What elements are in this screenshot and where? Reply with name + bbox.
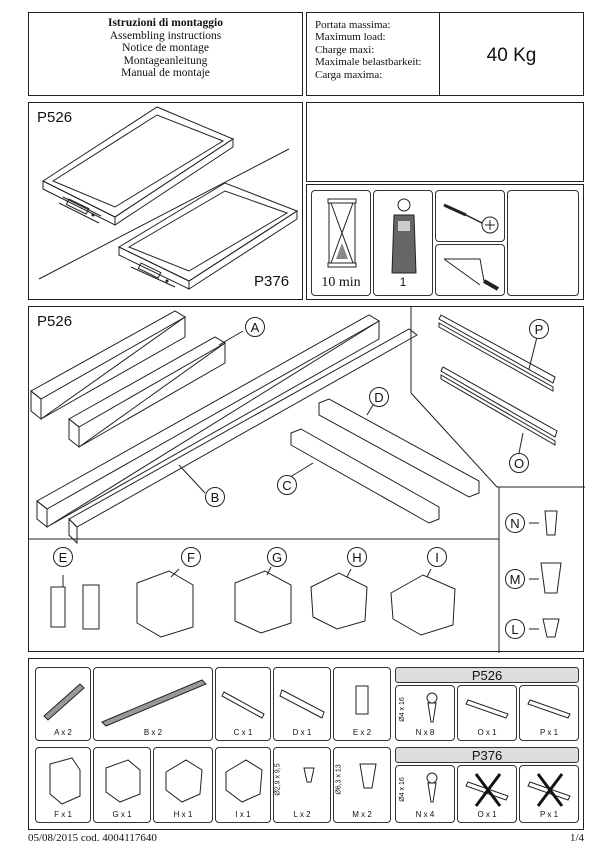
screwdriver-cell	[435, 190, 505, 242]
callout-g: G	[267, 547, 287, 567]
callout-o: O	[509, 453, 529, 473]
callout-e: E	[53, 547, 73, 567]
screw-m-icon	[359, 763, 377, 789]
part-qty-b: B x 2	[143, 728, 163, 737]
excluded-x-icon	[474, 773, 502, 807]
parts-panel: P526	[28, 306, 585, 653]
footer-code: 05/08/2015 cod. 4004117640	[28, 832, 157, 844]
variant-p376-title: P376	[395, 747, 579, 763]
part-cell-e: E x 2	[333, 667, 391, 741]
hacksaw-icon	[443, 258, 499, 291]
screwdriver-icon	[443, 203, 499, 234]
max-load-value-box: 40 Kg	[439, 12, 584, 96]
callout-a: A	[245, 317, 265, 337]
callout-l: L	[505, 619, 525, 639]
callout-c: C	[277, 475, 297, 495]
variant-p376-qty-o: O x 1	[477, 810, 497, 819]
part-qty-i: I x 1	[235, 810, 251, 819]
part-cell-h: H x 1	[153, 747, 213, 823]
empty-tool-cell	[507, 190, 579, 296]
title-de: Montageanleitung	[123, 54, 208, 67]
tools-panel: 10 min 1	[306, 184, 584, 300]
part-cell-d: D x 1	[273, 667, 331, 741]
persons-cell: 1	[373, 190, 433, 296]
parts-panel-model: P526	[37, 313, 73, 330]
part-qty-a: A x 2	[54, 728, 72, 737]
callout-m: M	[505, 569, 525, 589]
variant-p526-title: P526	[395, 667, 579, 683]
part-qty-l: L x 2	[293, 810, 311, 819]
part-qty-h: H x 1	[173, 810, 193, 819]
part-qty-g: G x 1	[112, 810, 132, 819]
persons-count: 1	[399, 275, 407, 289]
load-label-it: Portata massima:	[315, 19, 391, 31]
part-cell-i: I x 1	[215, 747, 271, 823]
title-es: Manual de montaje	[121, 67, 210, 80]
variant-p526-p-cell: P x 1	[519, 685, 579, 741]
load-label-es: Carga maxima:	[315, 68, 383, 81]
overview-label-p376: P376	[254, 273, 290, 290]
part-cell-l: Ø2,9 x 9,5 L x 2	[273, 747, 331, 823]
callout-b: B	[205, 487, 225, 507]
part-qty-d: D x 1	[292, 728, 312, 737]
callout-n: N	[505, 513, 525, 533]
variant-p526: P526 Ø4 x 16 N x 8 O x 1 P x 1	[395, 667, 579, 741]
variant-p526-qty-n: N x 8	[415, 728, 435, 737]
variant-p526-screw-cell: Ø4 x 16 N x 8	[395, 685, 455, 741]
part-cell-b: B x 2	[93, 667, 213, 741]
variant-p376-qty-p: P x 1	[539, 810, 559, 819]
part-qty-f: F x 1	[54, 810, 72, 819]
max-load-box: Portata massima: Maximum load: Charge ma…	[306, 12, 440, 96]
saw-cell	[435, 244, 505, 296]
part-qty-c: C x 1	[233, 728, 253, 737]
person-icon	[391, 198, 417, 274]
part-cell-m: Ø6,3 x 13 M x 2	[333, 747, 391, 823]
overview-panel: P526 P376	[28, 102, 303, 300]
overview-label-p526: P526	[37, 109, 73, 126]
hourglass-icon	[327, 198, 357, 268]
callout-d: D	[369, 387, 389, 407]
variant-p376: P376 Ø4 x 16 N x 4 O x 1 P x 1	[395, 747, 579, 823]
load-label-de: Maximale belastbarkeit:	[315, 56, 422, 69]
variant-p526-qty-p: P x 1	[539, 728, 559, 737]
part-cell-f: F x 1	[35, 747, 91, 823]
max-load-value: 40 Kg	[486, 45, 537, 66]
callout-p: P	[529, 319, 549, 339]
load-label-en: Maximum load:	[315, 31, 386, 44]
callout-f: F	[181, 547, 201, 567]
variant-p526-qty-o: O x 1	[477, 728, 497, 737]
variant-p376-screw-cell: Ø4 x 16 N x 4	[395, 765, 455, 823]
part-qty-m: M x 2	[352, 810, 372, 819]
assembly-time: 10 min	[321, 275, 361, 290]
title-fr: Notice de montage	[122, 42, 209, 55]
callout-h: H	[347, 547, 367, 567]
excluded-x-icon	[536, 773, 564, 807]
screw-n-icon	[426, 772, 438, 803]
part-cell-a: A x 2	[35, 667, 91, 741]
variant-p376-qty-n: N x 4	[415, 810, 435, 819]
parts-list-panel: A x 2 B x 2 C x 1 D x 1 E x 2 P526 Ø4 x …	[28, 658, 584, 830]
part-cell-c: C x 1	[215, 667, 271, 741]
instructions-title-box: Istruzioni di montaggio Assembling instr…	[28, 12, 303, 96]
title-en: Assembling instructions	[109, 29, 222, 42]
assembly-time-cell: 10 min	[311, 190, 371, 296]
page-number: 1/4	[569, 832, 584, 844]
part-cell-g: G x 1	[93, 747, 151, 823]
load-label-fr: Charge maxi:	[315, 43, 375, 56]
callout-i: I	[427, 547, 447, 567]
overview-drawing	[38, 106, 299, 290]
blank-panel	[306, 102, 584, 182]
parts-drawing	[29, 307, 585, 653]
part-qty-e: E x 2	[352, 728, 372, 737]
screw-l-icon	[303, 767, 315, 783]
variant-p376-p-cell: P x 1	[519, 765, 579, 823]
screw-n-icon	[426, 692, 438, 723]
variant-p376-o-cell: O x 1	[457, 765, 517, 823]
variant-p526-o-cell: O x 1	[457, 685, 517, 741]
title-it: Istruzioni di montaggio	[107, 17, 223, 29]
